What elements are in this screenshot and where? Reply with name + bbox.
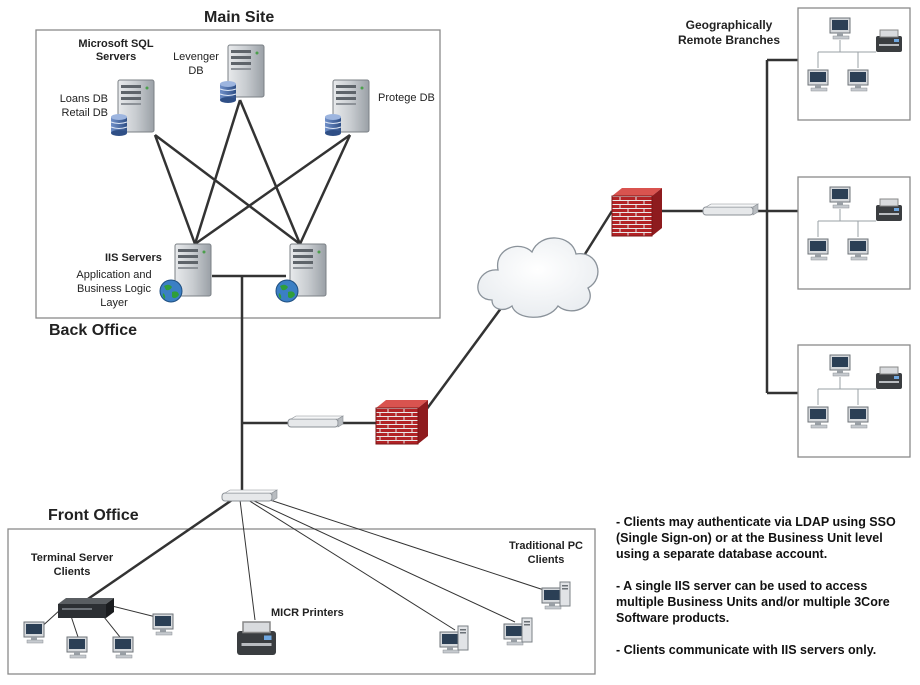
traditional-pc-3 [541, 581, 571, 610]
traditional-pc-1 [439, 625, 469, 654]
internet-cloud-icon [477, 237, 599, 318]
client-links [239, 495, 551, 631]
micr-printer-icon [236, 621, 277, 656]
micr-printers-label: MICR Printers [271, 607, 344, 619]
db-label-loans-retail: Loans DB Retail DB [59, 93, 108, 119]
sql-servers-label: Microsoft SQL Servers [78, 38, 154, 63]
notes-panel: - Clients may authenticate via LDAP usin… [616, 514, 906, 674]
iis-servers-label: IIS Servers [105, 252, 162, 264]
remote-branch-2 [798, 177, 910, 289]
wan-switch [702, 203, 759, 216]
back-office-switch [287, 415, 344, 428]
main-site-box [35, 29, 441, 319]
sql-server-levenger [219, 44, 265, 104]
terminal-client-pc-3 [112, 636, 134, 659]
remote-branches-title: Geographically Remote Branches [677, 18, 781, 47]
terminal-client-pc-2 [66, 636, 88, 659]
traditional-pc-label: Traditional PC Clients [509, 540, 583, 566]
note-clients: - Clients communicate with IIS servers o… [616, 643, 877, 657]
front-office-title: Front Office [48, 507, 139, 524]
sql-server-protege [324, 79, 370, 137]
iis-server-1 [159, 243, 212, 303]
terminal-client-pc-4 [152, 613, 174, 636]
terminal-client-pc-1 [23, 621, 45, 644]
back-office-title: Back Office [49, 322, 138, 339]
front-office-box [7, 528, 596, 675]
remote-branch-1 [798, 8, 910, 120]
iis-server-2 [275, 243, 327, 303]
traditional-pc-2 [503, 617, 533, 646]
db-label-levenger: Levenger DB [173, 51, 219, 77]
main-site-title: Main Site [204, 9, 275, 26]
firewall-icon [375, 400, 428, 445]
terminal-server-icon [58, 598, 114, 618]
iis-sublabel: Application and Business Logic Layer [76, 269, 152, 309]
note-iis-server: - A single IIS server can be used to acc… [616, 579, 890, 625]
front-office-switch [221, 489, 278, 502]
connection-lines [84, 58, 798, 603]
sql-server-loans-retail [110, 79, 155, 137]
firewall-remote-icon [611, 188, 662, 237]
db-label-protege: Protege DB [378, 92, 435, 104]
remote-branch-3 [798, 345, 910, 457]
note-authentication: - Clients may authenticate via LDAP usin… [616, 515, 896, 561]
terminal-clients-label: Terminal Server Clients [30, 552, 114, 578]
